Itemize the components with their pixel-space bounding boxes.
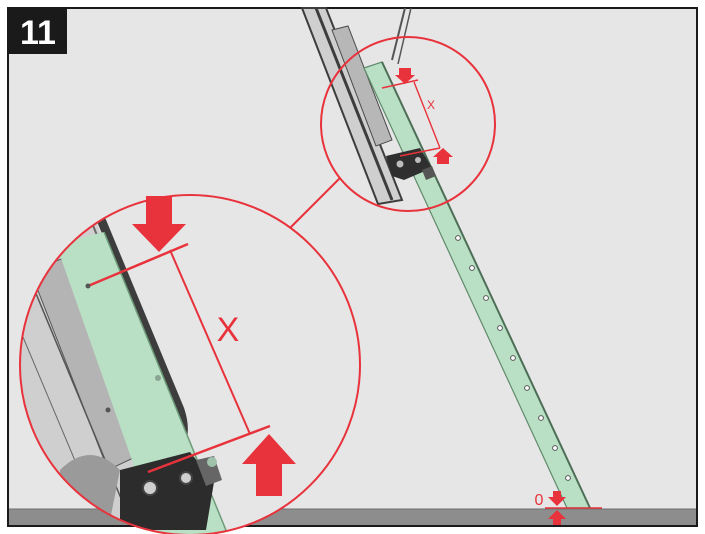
zoom-circle (19, 194, 361, 534)
hatch-frame (300, 7, 412, 206)
floor-gap-label: 0 (535, 492, 544, 509)
step-badge (9, 9, 67, 54)
floor-arrow-top (548, 491, 566, 506)
detail-dimension-line (413, 81, 441, 149)
zoom-dimension-line (169, 249, 251, 435)
ladder-rivets (455, 235, 571, 481)
zoom-dimension-label: X (217, 311, 240, 349)
detail-arrow-bottom (433, 148, 453, 164)
zoom-arrow-top (132, 196, 186, 252)
step-number: 11 (20, 14, 56, 52)
detail-overlay (381, 79, 441, 157)
detail-circle (320, 36, 496, 212)
detail-arrow-top (395, 68, 415, 84)
detail-dimension-label: X (427, 98, 435, 112)
floor-arrow-bottom (548, 510, 566, 525)
zoom-arrow-bottom (242, 434, 296, 496)
hinge-bracket (386, 148, 436, 180)
zoom-connector (289, 177, 341, 229)
